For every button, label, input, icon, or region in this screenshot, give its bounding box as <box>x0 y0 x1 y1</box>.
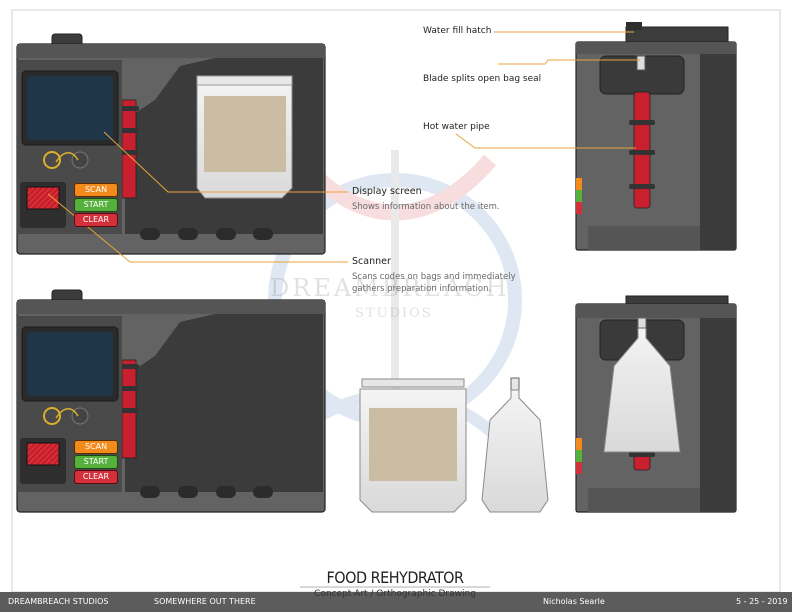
label-water-fill-hatch: Water fill hatch <box>423 26 492 36</box>
footer-project: SOMEWHERE OUT THERE <box>154 597 256 606</box>
bag-side-view <box>481 377 549 513</box>
footer-author: Nicholas Searle <box>543 597 605 606</box>
label-scanner-desc-1: Scans codes on bags and immediately <box>352 272 516 282</box>
label-display-screen-desc: Shows information about the item. <box>352 202 500 212</box>
footer-studio: DREAMBREACH STUDIOS <box>8 597 109 606</box>
callout-line-pipe <box>455 133 636 149</box>
page-subtitle: Concept Art / Orthographic Drawing <box>314 589 476 599</box>
page-title: FOOD REHYDRATOR <box>326 568 464 587</box>
front-view-bottom <box>16 289 326 513</box>
start-button-bottom: START <box>74 455 118 469</box>
label-scanner-desc-2: gathers preparation information. <box>352 284 492 294</box>
start-button-top: START <box>74 198 118 212</box>
scan-button-top: SCAN <box>74 183 118 197</box>
watermark-line1: DREAMBREACH <box>270 274 510 302</box>
bag-front-view <box>359 378 467 513</box>
scan-button-bottom: SCAN <box>74 440 118 454</box>
watermark-line2: STUDIOS <box>355 306 433 321</box>
callout-line-blade <box>498 59 640 65</box>
side-view-top <box>575 22 737 251</box>
clear-button-top: CLEAR <box>74 213 118 227</box>
label-scanner: Scanner <box>352 256 391 267</box>
footer-date: 5 - 25 - 2019 <box>736 597 788 606</box>
side-view-bottom <box>575 295 737 513</box>
callout-line-display <box>103 131 348 193</box>
label-display-screen: Display screen <box>352 186 422 197</box>
front-view-top <box>16 33 326 255</box>
label-hot-water-pipe: Hot water pipe <box>423 122 490 132</box>
label-blade: Blade splits open bag seal <box>423 74 542 84</box>
footer-bar <box>0 592 792 612</box>
clear-button-bottom: CLEAR <box>74 470 118 484</box>
